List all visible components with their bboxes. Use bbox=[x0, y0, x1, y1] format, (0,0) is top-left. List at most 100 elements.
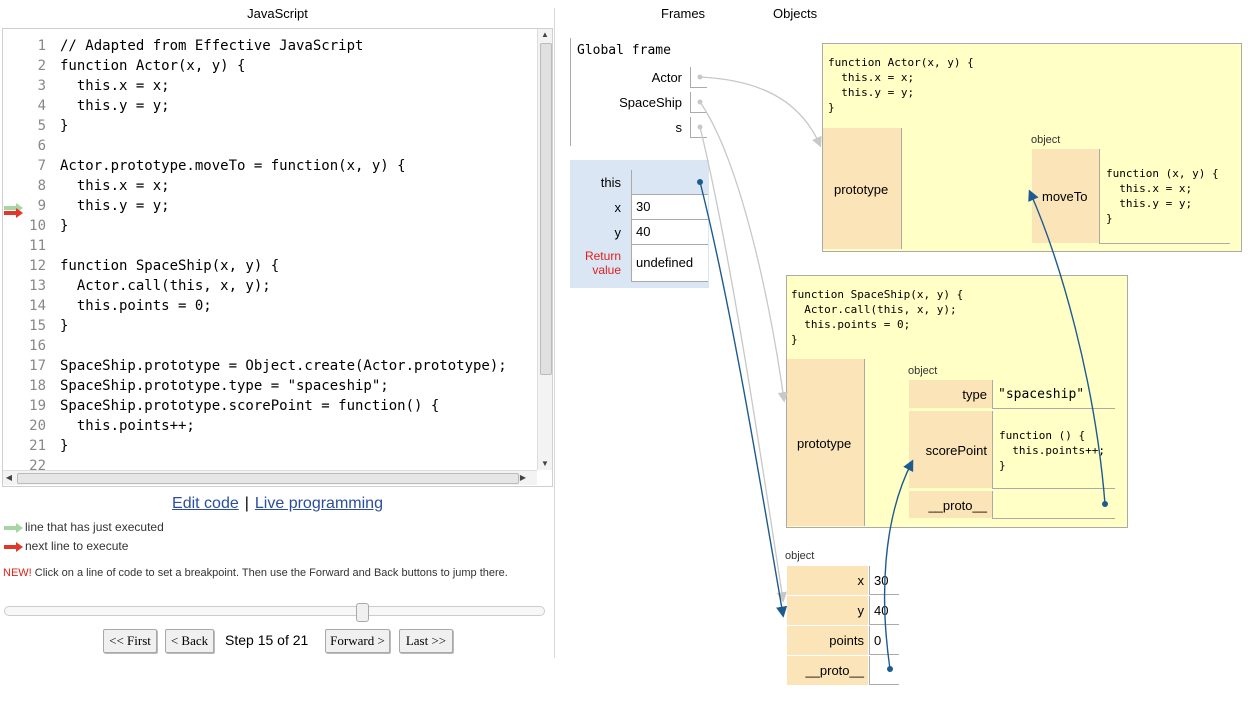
step-slider[interactable] bbox=[4, 606, 545, 616]
last-button[interactable]: Last >> bbox=[399, 629, 453, 653]
legend-executed-arrow-icon bbox=[4, 523, 23, 533]
code-line[interactable]: 6 bbox=[3, 136, 537, 156]
horizontal-scrollbar[interactable]: ◀ ▶ bbox=[3, 470, 537, 485]
scroll-left-icon[interactable]: ◀ bbox=[5, 473, 13, 482]
live-programming-link[interactable]: Live programming bbox=[254, 495, 383, 512]
edit-code-link[interactable]: Edit code bbox=[172, 495, 239, 512]
line-number[interactable]: 11 bbox=[29, 238, 46, 254]
global-frame bbox=[570, 38, 721, 146]
code-line[interactable]: 10} bbox=[3, 216, 537, 236]
line-number[interactable]: 21 bbox=[29, 438, 46, 454]
code-text: SpaceShip.prototype = Object.create(Acto… bbox=[60, 358, 507, 374]
type-key-cell bbox=[909, 380, 992, 408]
line-number[interactable]: 7 bbox=[37, 158, 46, 174]
instance-key-cell bbox=[787, 566, 868, 595]
line-number[interactable]: 18 bbox=[29, 378, 46, 394]
legend-next-arrow-icon bbox=[4, 542, 23, 552]
line-number[interactable]: 5 bbox=[37, 118, 46, 134]
code-line[interactable]: 8 this.x = x; bbox=[3, 176, 537, 196]
code-line[interactable]: 13 Actor.call(this, x, y); bbox=[3, 276, 537, 296]
instance-key: y bbox=[857, 603, 865, 618]
code-line[interactable]: 2 function Actor(x, y) { bbox=[3, 56, 537, 76]
spaceship-prototype-label: prototype bbox=[797, 436, 852, 451]
spaceship-prototype-cell bbox=[787, 359, 865, 526]
frames-header: Frames bbox=[661, 6, 706, 21]
line-number[interactable]: 17 bbox=[29, 358, 46, 374]
breakpoint-note-text: Click on a line of code to set a breakpo… bbox=[31, 567, 508, 579]
back-button[interactable]: < Back bbox=[165, 629, 214, 653]
line-number[interactable]: 15 bbox=[29, 318, 46, 334]
line-number[interactable]: 3 bbox=[37, 78, 46, 94]
spaceship-prototype-object-label: object bbox=[908, 365, 938, 377]
line-number[interactable]: 8 bbox=[37, 178, 46, 194]
line-number[interactable]: 10 bbox=[29, 218, 46, 234]
code-line[interactable]: 7 Actor.prototype.moveTo = function(x, y)… bbox=[3, 156, 537, 176]
forward-button[interactable]: Forward > bbox=[325, 629, 390, 653]
line-number[interactable]: 19 bbox=[29, 398, 46, 414]
global-var-actor: Actor bbox=[651, 70, 682, 85]
scroll-up-icon[interactable]: ▲ bbox=[541, 30, 549, 39]
code-text: SpaceShip.prototype.type = "spaceship"; bbox=[60, 378, 389, 394]
line-number[interactable]: 13 bbox=[29, 278, 46, 294]
spaceship-pointer-arrow bbox=[699, 101, 789, 403]
code-line[interactable]: 14 this.points = 0; bbox=[3, 296, 537, 316]
frame-var-y: y bbox=[614, 225, 622, 240]
code-line[interactable]: 18 SpaceShip.prototype.type = "spaceship"… bbox=[3, 376, 537, 396]
line-number[interactable]: 2 bbox=[37, 58, 46, 74]
actor-prototype-object-label: object bbox=[1031, 134, 1061, 146]
line-number[interactable]: 20 bbox=[29, 418, 46, 434]
frame-var-this-value bbox=[631, 170, 708, 195]
line-number[interactable]: 9 bbox=[37, 198, 46, 214]
code-text: Actor.prototype.moveTo = function(x, y) … bbox=[60, 158, 406, 174]
frame-var-y-value: 40 bbox=[631, 220, 708, 245]
line-number[interactable]: 4 bbox=[37, 98, 46, 114]
global-var-s: s bbox=[675, 120, 683, 135]
line-number[interactable]: 1 bbox=[37, 38, 46, 54]
code-text: function Actor(x, y) { bbox=[60, 58, 246, 74]
code-line[interactable]: 16 bbox=[3, 336, 537, 356]
code-text: } bbox=[60, 118, 69, 134]
legend-executed-label: line that has just executed bbox=[25, 520, 164, 534]
frame-var-this: this bbox=[600, 175, 621, 190]
new-badge: NEW! bbox=[3, 567, 32, 579]
line-number[interactable]: 14 bbox=[29, 298, 46, 314]
instance-key: __proto__ bbox=[805, 663, 864, 678]
actor-prototype-label: prototype bbox=[834, 182, 889, 197]
line-number[interactable]: 16 bbox=[29, 338, 46, 354]
scroll-down-icon[interactable]: ▼ bbox=[541, 459, 549, 468]
code-text: } bbox=[60, 218, 69, 234]
step-slider-handle[interactable] bbox=[356, 603, 370, 622]
scroll-right-icon[interactable]: ▶ bbox=[519, 473, 527, 482]
proto-key-cell bbox=[909, 491, 992, 518]
code-line[interactable]: 3 this.x = x; bbox=[3, 76, 537, 96]
code-line[interactable]: 20 this.points++; bbox=[3, 416, 537, 436]
vertical-scrollbar[interactable]: ▲ ▼ bbox=[537, 29, 552, 470]
line-number[interactable]: 12 bbox=[29, 258, 46, 274]
global-var-s-slot bbox=[690, 117, 707, 138]
return-value: undefined bbox=[631, 245, 708, 282]
code-line[interactable]: 5} bbox=[3, 116, 537, 136]
return-label-line2: value bbox=[592, 263, 621, 277]
code-line[interactable]: 9 this.y = y; bbox=[3, 196, 537, 216]
code-line[interactable]: 22 bbox=[3, 456, 537, 470]
code-line[interactable]: 17 SpaceShip.prototype = Object.create(Ac… bbox=[3, 356, 537, 376]
code-text: this.points++; bbox=[60, 418, 195, 434]
first-button[interactable]: << First bbox=[103, 629, 157, 653]
code-editor[interactable]: 1// Adapted from Effective JavaScript 2 fu… bbox=[2, 28, 553, 487]
spaceship-function-code: function SpaceShip(x, y) { Actor.call(th… bbox=[791, 288, 964, 346]
code-line[interactable]: 4 this.y = y; bbox=[3, 96, 537, 116]
edit-links: Edit code|Live programming bbox=[0, 495, 555, 513]
line-number[interactable]: 22 bbox=[29, 458, 46, 470]
code-line[interactable]: 11 bbox=[3, 236, 537, 256]
code-line[interactable]: 1// Adapted from Effective JavaScript bbox=[3, 36, 537, 56]
code-text: this.x = x; bbox=[60, 78, 170, 94]
vertical-scroll-thumb[interactable] bbox=[540, 43, 552, 375]
code-line[interactable]: 15} bbox=[3, 316, 537, 336]
code-line[interactable]: 21} bbox=[3, 436, 537, 456]
horizontal-scroll-thumb[interactable] bbox=[17, 473, 519, 484]
instance-value: 40 bbox=[869, 596, 899, 625]
line-number[interactable]: 6 bbox=[37, 138, 46, 154]
actor-function-code: function Actor(x, y) { this.x = x; this.… bbox=[828, 56, 974, 114]
